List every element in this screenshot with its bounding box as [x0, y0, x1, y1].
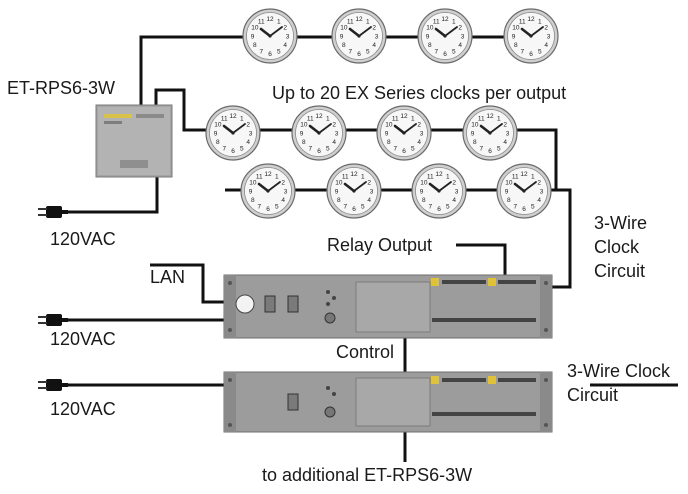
vac-label-middle: 120VAC: [50, 329, 116, 349]
wall-clock-icon: [462, 105, 518, 161]
power-supply-unit: [95, 104, 173, 178]
three-wire-label-line2: Clock: [594, 237, 640, 257]
power-supply-label: ET-RPS6-3W: [7, 78, 116, 98]
key-switch-icon: [235, 294, 255, 314]
relay-output-label: Relay Output: [327, 235, 433, 255]
additional-unit-label: to additional ET-RPS6-3W: [262, 465, 473, 485]
wall-clock-icon: [496, 163, 552, 219]
control-label: Control: [336, 342, 395, 362]
lan-label: LAN: [150, 267, 186, 287]
power-plug-icon: [38, 379, 68, 391]
wall-clock-icon: [242, 8, 298, 64]
vac-label-top: 120VAC: [50, 229, 116, 249]
wire-middle-row: [154, 88, 558, 190]
wall-clock-icon: [417, 8, 473, 64]
vac-label-bottom: 120VAC: [50, 399, 116, 419]
secondary-clock-controller: [223, 371, 553, 433]
power-plug-icon: [38, 206, 68, 218]
clock-circuit-2-label-line1: 3-Wire Clock: [567, 361, 671, 381]
power-plug-icon: [38, 314, 68, 326]
wall-clock-icon: [331, 8, 387, 64]
wall-clock-icon: [503, 8, 559, 64]
wall-clock-icon: [240, 163, 296, 219]
wall-clock-icon: [205, 105, 261, 161]
clock-circuit-2-label-line2: Circuit: [567, 385, 619, 405]
master-clock-controller: [223, 274, 553, 339]
clock-row-middle: [205, 105, 518, 161]
wall-clock-icon: [326, 163, 382, 219]
three-wire-label-line1: 3-Wire: [594, 213, 647, 233]
clocks-per-output-label: Up to 20 EX Series clocks per output: [272, 83, 567, 103]
wire-relay-output: [456, 243, 507, 275]
wall-clock-icon: [376, 105, 432, 161]
wire-top-row: [139, 35, 530, 108]
three-wire-label-line3: Circuit: [594, 261, 646, 281]
wall-clock-icon: [411, 163, 467, 219]
wire-psu-power: [52, 175, 159, 214]
wall-clock-icon: [291, 105, 347, 161]
